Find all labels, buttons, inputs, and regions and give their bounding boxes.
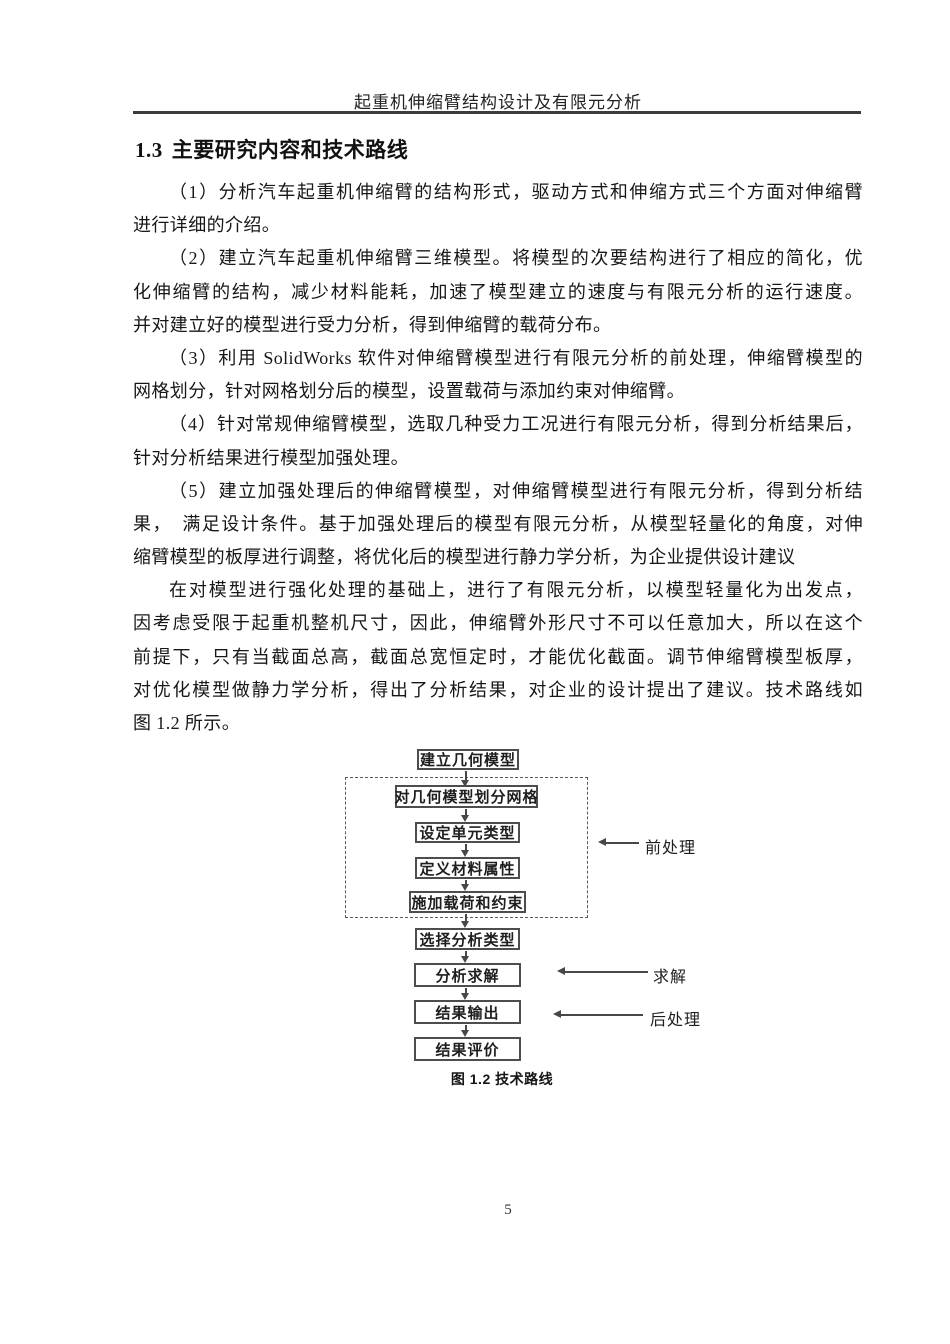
paragraph-line: 对优化模型做静力学分析，得出了分析结果，对企业的设计提出了建议。技术路线如 [133, 679, 863, 700]
figure-caption: 图 1.2 技术路线 [450, 1071, 554, 1087]
paragraph-line: （4）针对常规伸缩臂模型，选取几种受力工况进行有限元分析，得到分析结果后， [169, 414, 863, 435]
arrow-left-icon [553, 1010, 643, 1019]
arrow-down-icon [461, 1025, 470, 1037]
section-title: 主要研究内容和技术路线 [171, 138, 409, 162]
body-text: （1）分析汽车起重机伸缩臂的结构形式，驱动方式和伸缩方式三个方面对伸缩臂 进行详… [133, 176, 863, 740]
paragraph-line: 缩臂模型的板厚进行调整，将优化后的模型进行静力学分析，为企业提供设计建议 [133, 547, 796, 568]
section-heading: 1.3 主要研究内容和技术路线 [135, 134, 408, 164]
paragraph-line: （1）分析汽车起重机伸缩臂的结构形式，驱动方式和伸缩方式三个方面对伸缩臂 [169, 182, 863, 202]
arrow-down-icon [461, 951, 470, 963]
page-number: 5 [504, 1202, 512, 1218]
paragraph-line: 化伸缩臂的结构，减少材料能耗，加速了模型建立的速度与有限元分析的运行速度。 [133, 281, 863, 302]
arrow-down-icon [461, 880, 470, 891]
paragraph-line: 网格划分，针对网格划分后的模型，设置载荷与添加约束对伸缩臂。 [133, 381, 685, 402]
paragraph-line: 进行详细的介绍。 [133, 215, 281, 236]
flowchart-box-result-output: 结果输出 [414, 1000, 521, 1024]
running-head-title: 起重机伸缩臂结构设计及有限元分析 [354, 93, 642, 112]
arrow-left-icon [598, 838, 639, 847]
arrow-down-icon [461, 809, 470, 822]
flowchart-box-result-evaluate: 结果评价 [414, 1037, 521, 1061]
stage-label-solve: 求解 [653, 969, 688, 986]
flowchart-box-loads-constraints: 施加载荷和约束 [409, 891, 526, 913]
stage-label-preprocess: 前处理 [645, 840, 697, 857]
paragraph-line: 针对分析结果进行模型加强处理。 [133, 447, 409, 468]
paragraph-line: 果， 满足设计条件。基于加强处理后的模型有限元分析，从模型轻量化的角度，对伸 [133, 513, 863, 534]
arrow-down-icon [461, 988, 470, 1000]
arrow-down-icon [461, 844, 470, 857]
stage-label-postprocess: 后处理 [650, 1012, 702, 1029]
flowchart-box-mesh-geometry: 对几何模型划分网格 [395, 785, 538, 808]
paragraph-line: 并对建立好的模型进行受力分析，得到伸缩臂的载荷分布。 [133, 314, 612, 335]
paragraph-line: 在对模型进行强化处理的基础上，进行了有限元分析，以模型轻量化为出发点， [169, 580, 863, 601]
flowchart-box-build-geometry: 建立几何模型 [417, 749, 519, 770]
arrow-down-icon [461, 914, 470, 928]
paragraph-line: 因考虑受限于起重机整机尺寸，因此，伸缩臂外形尺寸不可以任意加大，所以在这个 [133, 613, 863, 634]
flowchart-box-analysis-type: 选择分析类型 [415, 928, 520, 950]
paragraph-line: （3）利用 SolidWorks 软件对伸缩臂模型进行有限元分析的前处理，伸缩臂… [169, 347, 863, 368]
arrow-down-icon [461, 771, 470, 787]
flowchart-figure: 建立几何模型 对几何模型划分网格 设定单元类型 定义材料属性 施加载荷和约束 选… [0, 745, 950, 1100]
paragraph-line: （5）建立加强处理后的伸缩臂模型，对伸缩臂模型进行有限元分析，得到分析结 [169, 480, 863, 501]
paragraph-line: 前提下，只有当截面总高，截面总宽恒定时，才能优化截面。调节伸缩臂模型板厚， [133, 646, 863, 667]
section-number: 1.3 [135, 138, 163, 162]
header-rule [133, 111, 861, 114]
flowchart-box-material-props: 定义材料属性 [415, 857, 520, 879]
arrow-left-icon [557, 967, 648, 976]
paragraph-line: 图 1.2 所示。 [133, 713, 241, 733]
paragraph-line: （2）建立汽车起重机伸缩臂三维模型。将模型的次要结构进行了相应的简化，优 [169, 248, 863, 269]
flowchart-box-solve: 分析求解 [414, 963, 521, 987]
flowchart-box-element-type: 设定单元类型 [415, 822, 520, 843]
